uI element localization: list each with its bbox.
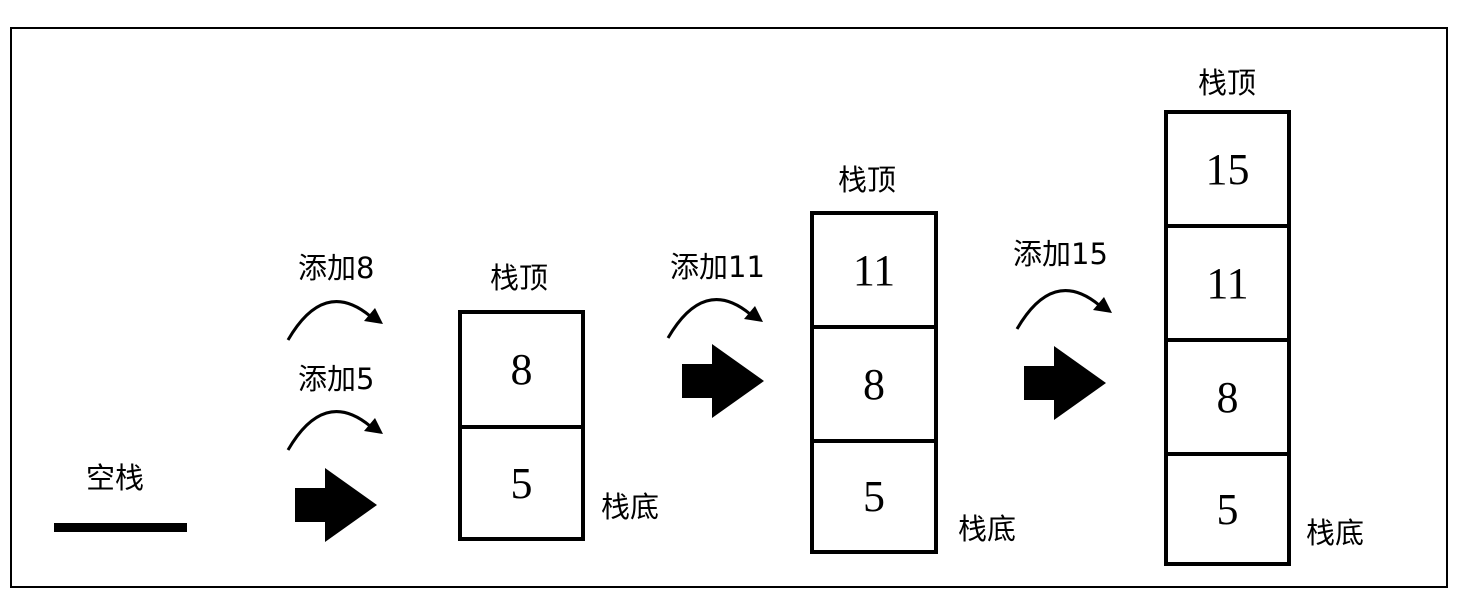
right-arrow-icon (295, 468, 377, 542)
empty-stack-base-line (54, 523, 187, 532)
empty-stack-label: 空栈 (86, 461, 145, 495)
stack-2-cell-8: 8 (810, 325, 938, 443)
stack-3-cell-5: 5 (1164, 452, 1291, 566)
curved-arrow-icon (286, 300, 383, 341)
stack-3-cell-11: 11 (1164, 224, 1291, 342)
stack-bottom-label: 栈底 (601, 490, 660, 524)
curved-arrow-icon (666, 298, 763, 339)
diagram-frame (10, 27, 1448, 588)
add-15-label: 添加15 (1013, 237, 1108, 271)
add-11-label: 添加11 (670, 250, 765, 284)
curved-arrow-icon (286, 410, 383, 451)
right-arrow-icon (1024, 346, 1106, 420)
stack-3-cell-8: 8 (1164, 338, 1291, 456)
stack-2-cell-11: 11 (810, 211, 938, 329)
stack-top-label: 栈顶 (838, 163, 897, 197)
curved-arrow-icon (1015, 289, 1112, 330)
add-8-label: 添加8 (298, 251, 375, 285)
stack-1: 8 5 (458, 310, 585, 541)
stack-2-cell-5: 5 (810, 439, 938, 554)
stack-3-cell-15: 15 (1164, 110, 1291, 228)
stack-3: 15 11 8 5 (1164, 110, 1291, 566)
stack-top-label: 栈顶 (1198, 66, 1257, 100)
right-arrow-icon (682, 344, 764, 418)
stack-1-cell-5: 5 (458, 425, 585, 541)
add-5-label: 添加5 (298, 362, 375, 396)
stack-1-cell-8: 8 (458, 310, 585, 429)
stack-top-label: 栈顶 (490, 261, 549, 295)
stack-bottom-label: 栈底 (958, 512, 1017, 546)
stack-bottom-label: 栈底 (1306, 516, 1365, 550)
stack-2: 11 8 5 (810, 211, 938, 554)
